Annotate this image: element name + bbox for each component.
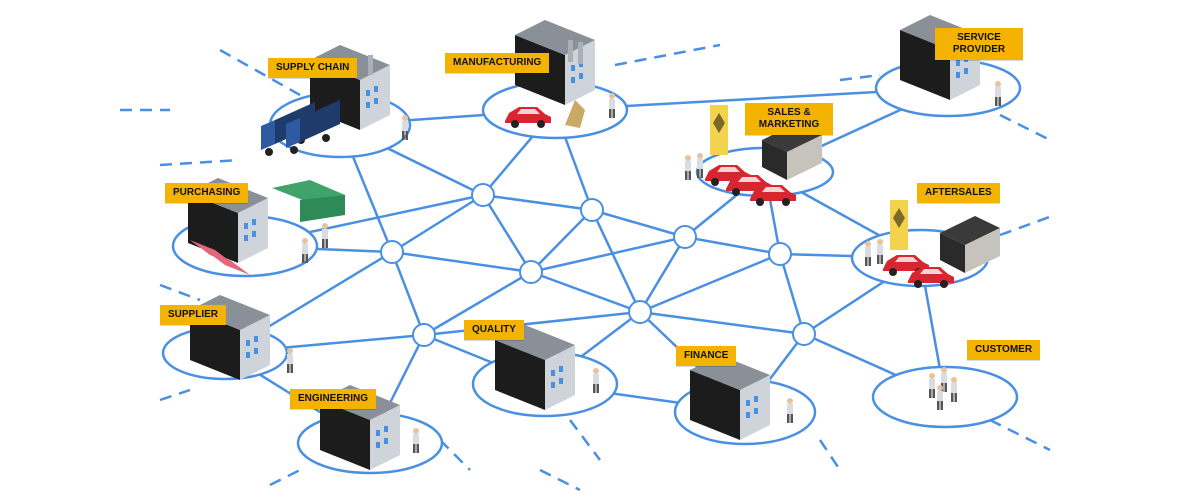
dashed-link (159, 388, 191, 402)
label-service-provider-line1: SERVICE (957, 32, 1001, 43)
dashed-link (269, 468, 301, 487)
sales-marketing-illustration (685, 105, 822, 206)
network-link (530, 209, 593, 273)
dashed-link (219, 48, 301, 97)
network-link (638, 236, 687, 313)
dashed-link (159, 283, 201, 302)
network-link (778, 253, 806, 335)
site-ellipse-cust (871, 365, 1019, 429)
outer-dashed-links (120, 43, 1056, 492)
label-purchasing: PURCHASING (165, 183, 249, 203)
network-hub (628, 300, 652, 324)
network-link (481, 194, 533, 273)
network-hub (673, 225, 697, 249)
network-hub (580, 198, 604, 222)
network-hub (471, 183, 495, 207)
label-sales-marketing-line2: MARKETING (758, 119, 820, 130)
network-hub (412, 323, 436, 347)
label-manufacturing: MANUFACTURING (445, 53, 550, 73)
aftersales-illustration (865, 200, 1000, 288)
network-link (639, 252, 781, 314)
label-sales-marketing-line1: SALES & (767, 107, 811, 118)
label-supplier: SUPPLIER (160, 305, 227, 325)
label-service-provider: SERVICE PROVIDER (935, 28, 1023, 60)
network-link (482, 193, 593, 212)
network-link (391, 193, 484, 254)
network-link (423, 310, 641, 337)
network-hub (380, 240, 404, 264)
network-hub (768, 242, 792, 266)
dashed-link (439, 439, 471, 471)
label-supply-chain: SUPPLY CHAIN (268, 58, 358, 78)
label-service-provider-line2: PROVIDER (952, 44, 1006, 55)
network-link (639, 310, 805, 336)
network-link (391, 250, 532, 274)
dashed-link (999, 213, 1056, 237)
network-link (530, 270, 641, 314)
network-link (591, 208, 686, 239)
network-link (684, 235, 781, 256)
dashed-link (818, 439, 842, 471)
label-quality: QUALITY (464, 320, 524, 340)
purchasing-illustration (188, 178, 345, 275)
dashed-link (569, 419, 601, 461)
network-link (390, 251, 426, 336)
label-engineering: ENGINEERING (290, 389, 377, 409)
label-customer: CUSTOMER (967, 340, 1041, 360)
dashed-link (989, 418, 1051, 452)
dashed-link (999, 113, 1051, 142)
network-hubs (380, 183, 816, 347)
network-link (590, 209, 642, 313)
network-hub (519, 260, 543, 284)
network-link (423, 270, 532, 337)
label-sales-marketing: SALES & MARKETING (745, 103, 833, 135)
network-hub (792, 322, 816, 346)
dashed-link (614, 43, 721, 67)
dashed-link (539, 468, 581, 492)
dashed-link (159, 158, 241, 167)
dashed-link (839, 73, 881, 82)
label-aftersales: AFTERSALES (917, 183, 1000, 203)
manufacturing-illustration (505, 20, 615, 128)
label-finance: FINANCE (676, 346, 737, 366)
supply-chain-illustration (261, 45, 408, 156)
network-link (530, 235, 686, 274)
